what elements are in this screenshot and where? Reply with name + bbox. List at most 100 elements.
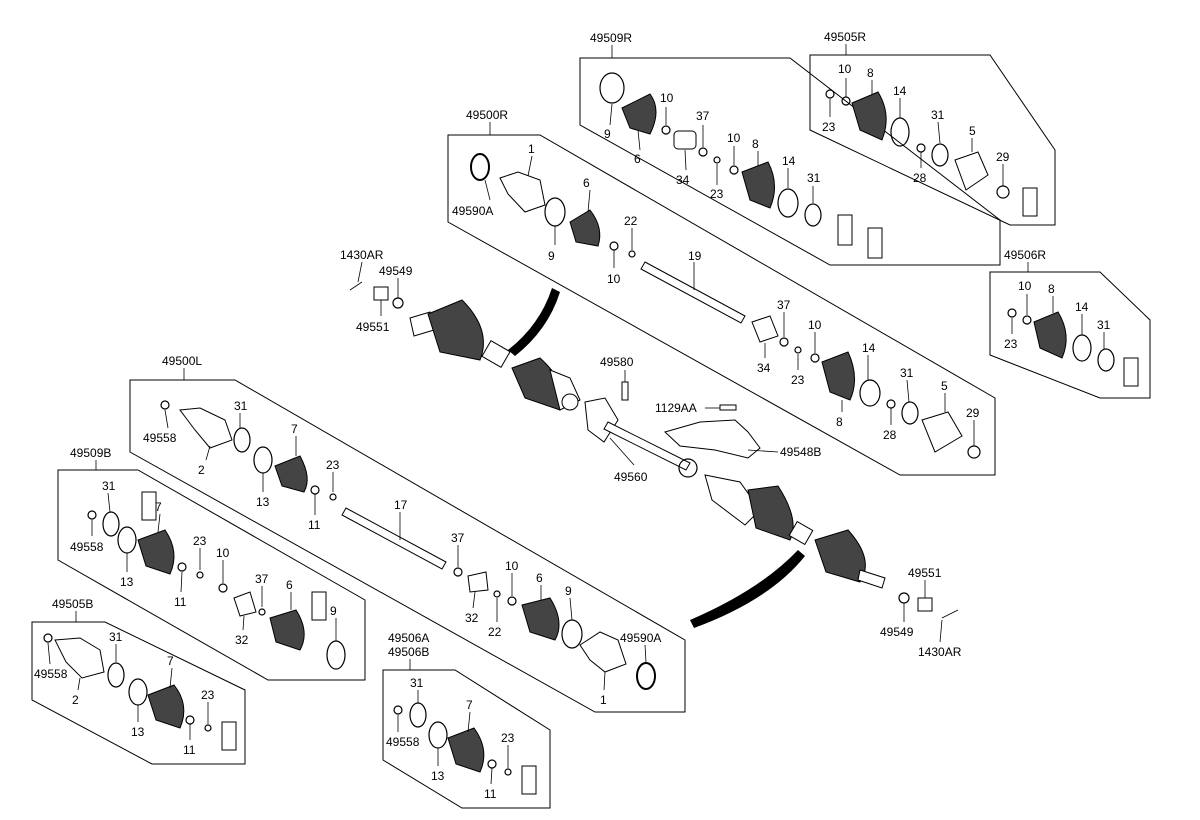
part-callout-label: 1 (528, 142, 535, 156)
panel-49505B: 49505B 31 49558 7 2 13 23 11 (31, 597, 246, 765)
clip-part (177, 562, 187, 572)
part-callout-label: 28 (883, 428, 897, 442)
bearing-part (673, 130, 697, 150)
ring-part (470, 153, 490, 181)
ring-part (636, 662, 656, 690)
part-callout-label: 8 (836, 415, 843, 429)
panel-49500L: 49500L 31 49558 2 7 13 2 (129, 354, 686, 713)
part-callout-label: 10 (838, 62, 852, 76)
part-callout-label: 14 (893, 84, 907, 98)
part-callout-label: 49558 (143, 431, 177, 445)
clip-part (661, 125, 671, 135)
shaft-part (640, 261, 746, 324)
part-callout-label: 23 (1004, 337, 1018, 351)
grease-tube (141, 491, 157, 521)
part-callout-label: 6 (634, 152, 641, 166)
parts-49506AB (393, 702, 537, 795)
part-callout-label: 49590A (620, 631, 661, 645)
ring-part (326, 640, 346, 670)
washer-49549 (898, 592, 910, 604)
part-callout-label: 37 (451, 531, 465, 545)
ring-part (117, 526, 137, 554)
part-callout-label: 1 (600, 693, 607, 707)
clip-part (1022, 315, 1032, 325)
boot-part (521, 597, 560, 641)
boot-part (1033, 311, 1067, 359)
part-callout-label: 31 (807, 171, 821, 185)
part-callout-label: 49549 (880, 625, 914, 639)
part-callout-label: 34 (676, 173, 690, 187)
panel-title-49509R: 49509R (590, 31, 632, 45)
part-callout-label: 6 (583, 176, 590, 190)
clip-part (810, 353, 820, 363)
part-callout-label: 31 (109, 630, 123, 644)
panel-title-49506B: 49506B (388, 645, 429, 659)
part-callout-label: 31 (102, 479, 116, 493)
cotter-pin (941, 609, 959, 619)
clip-part (794, 346, 802, 354)
part-callout-label: 32 (235, 633, 249, 647)
clip-part (185, 715, 195, 725)
clip-part (218, 583, 228, 593)
grease-tube (1022, 187, 1038, 217)
part-callout-label: 10 (607, 272, 621, 286)
part-callout-label: 1430AR (340, 248, 384, 262)
part-callout-label: 11 (174, 595, 187, 609)
part-callout-label: 49580 (600, 355, 634, 369)
part-callout-label: 10 (505, 559, 519, 573)
connector-wedge (690, 550, 805, 628)
bearing-part (751, 315, 779, 343)
panel-49509B: 49509B 31 7 49558 13 23 11 10 (57, 446, 366, 681)
grease-tube (867, 227, 883, 259)
grease-tube (521, 765, 537, 795)
part-callout-label: 14 (862, 341, 876, 355)
part-callout-label: 13 (431, 769, 445, 783)
part-callout-label: 32 (465, 611, 479, 625)
part-callout-label: 9 (548, 249, 555, 263)
part-callout-label: 31 (931, 108, 945, 122)
part-callout-label: 10 (808, 318, 822, 332)
panel-title-49509B: 49509B (70, 446, 111, 460)
panel-title-49506R: 49506R (1004, 248, 1046, 262)
boot-part (821, 351, 855, 401)
cotter-pin (349, 281, 363, 291)
part-callout-label: 8 (867, 66, 874, 80)
parts-49509B (87, 491, 346, 670)
parts-49500L (160, 400, 656, 690)
grease-tube (311, 591, 327, 621)
part-callout-label: 49548B (780, 445, 821, 459)
part-callout-label: 11 (484, 787, 497, 801)
part-callout-label: 19 (688, 249, 702, 263)
part-callout-label: 49551 (908, 566, 942, 580)
panel-49506A-49506B: 49506A 49506B 31 7 49558 23 13 11 (382, 631, 551, 809)
part-callout-label: 7 (167, 654, 174, 668)
center-assembly (349, 281, 959, 628)
part-callout-label: 29 (996, 150, 1010, 164)
panel-49506R: 49506R 10 8 23 14 31 (989, 248, 1151, 399)
parts-49505B (43, 633, 237, 751)
ring-part (599, 72, 625, 104)
part-callout-label: 23 (710, 187, 724, 201)
clip-part (160, 400, 170, 410)
part-callout-label: 13 (256, 495, 270, 509)
clip-part (886, 399, 896, 409)
part-callout-label: 8 (1048, 282, 1055, 296)
part-callout-label: 37 (696, 109, 710, 123)
clip-part (258, 608, 266, 616)
clip-part (825, 89, 835, 99)
part-callout-label: 10 (1018, 279, 1032, 293)
clip-part (453, 567, 463, 577)
ring-part (901, 401, 919, 425)
nut-49551 (917, 597, 933, 612)
clip-part (713, 156, 721, 164)
boot-part (621, 93, 657, 135)
part-callout-label: 9 (565, 584, 572, 598)
boot-part (137, 529, 175, 575)
part-callout-label: 6 (536, 571, 543, 585)
part-callout-label: 31 (900, 366, 914, 380)
part-callout-label: 10 (660, 91, 674, 105)
parts-49506R (1007, 308, 1139, 387)
intermediate-shaft (603, 421, 691, 471)
boot-clamp (788, 520, 814, 546)
